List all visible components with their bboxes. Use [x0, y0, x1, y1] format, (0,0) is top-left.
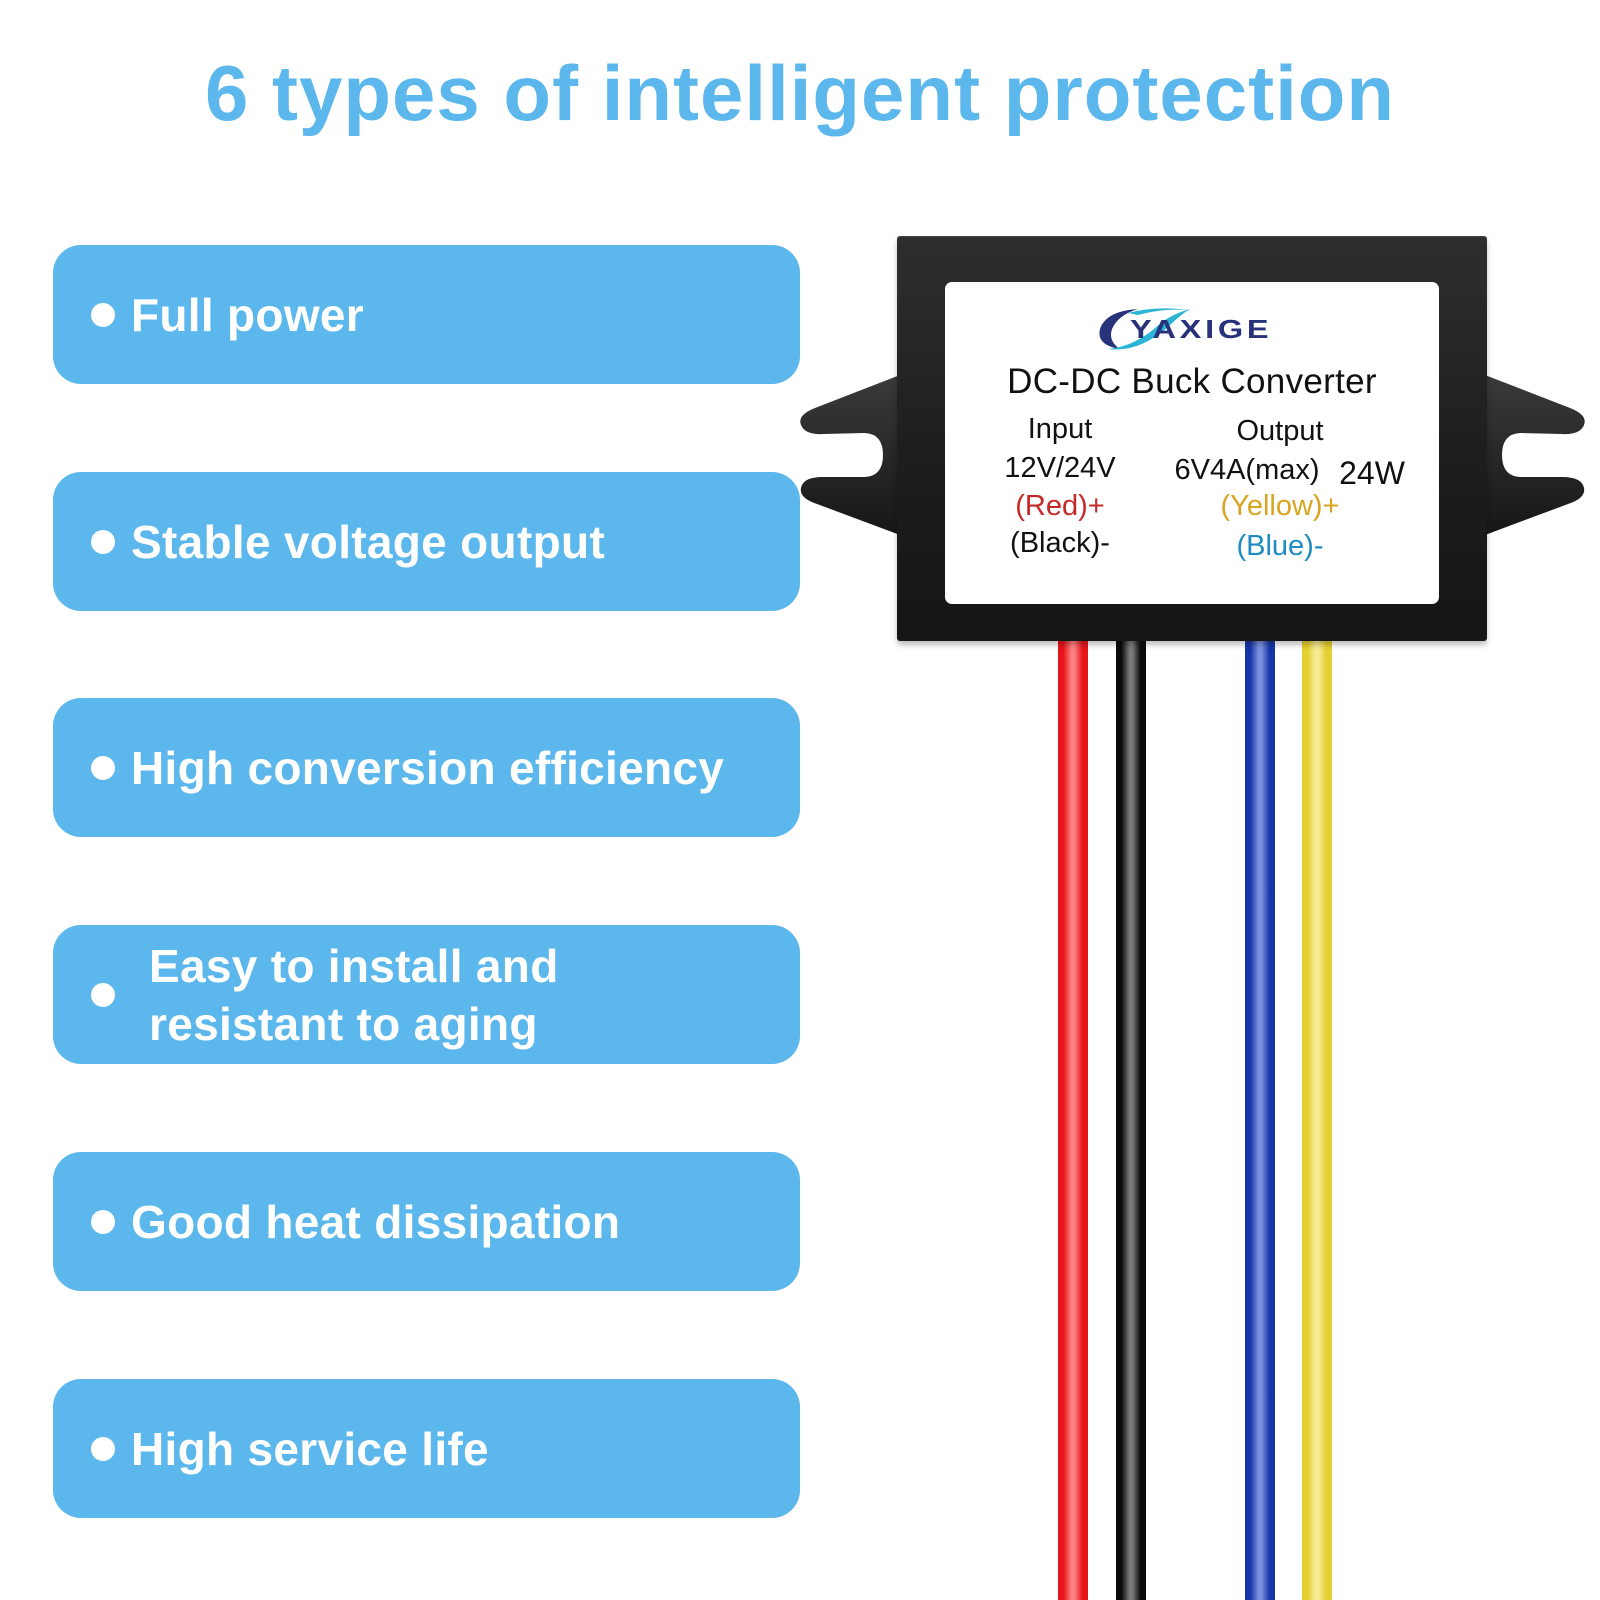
feature-item-stable-voltage: Stable voltage output [53, 472, 800, 611]
output-heading: Output [1236, 415, 1324, 447]
wire-red [1058, 636, 1088, 1600]
input-negative-wire-label: (Black)- [1010, 527, 1110, 559]
feature-label: High service life [131, 1422, 489, 1475]
feature-label: Good heat dissipation [131, 1195, 621, 1248]
right-mounting-ear-icon [1485, 375, 1585, 535]
output-negative-wire-label: (Blue)- [1236, 530, 1324, 562]
bullet-dot-icon [91, 1436, 115, 1461]
input-positive-wire-label: (Red)+ [1015, 490, 1105, 522]
yaxige-logo-swoosh-icon [1099, 308, 1194, 350]
wire-yellow [1302, 636, 1332, 1600]
wire-black [1116, 636, 1146, 1600]
left-mounting-ear-icon [800, 375, 900, 535]
feature-item-conversion-efficiency: High conversion efficiency [53, 698, 800, 837]
feature-label: High conversion efficiency [131, 741, 725, 794]
output-rating: 6V4A(max) [1174, 454, 1320, 486]
bullet-dot-icon [91, 302, 115, 327]
output-power: 24W [1339, 455, 1405, 491]
page-headline: 6 types of intelligent protection [204, 49, 1396, 137]
feature-item-easy-install: Easy to install and resistant to aging [53, 925, 800, 1064]
wire-blue [1245, 636, 1275, 1600]
input-voltage: 12V/24V [1004, 452, 1116, 484]
converter-label-panel [945, 282, 1439, 604]
bullet-dot-icon [91, 982, 115, 1007]
feature-label: Stable voltage output [131, 515, 605, 568]
product-title: DC-DC Buck Converter [1007, 362, 1377, 401]
brand-name: YAXIGE [1130, 314, 1273, 344]
feature-label: Easy to install and resistant to aging [149, 939, 559, 1050]
output-positive-wire-label: (Yellow)+ [1220, 490, 1340, 522]
feature-item-service-life: High service life [53, 1379, 800, 1518]
feature-item-full-power: Full power [53, 245, 800, 384]
bullet-dot-icon [91, 1209, 115, 1234]
input-heading: Input [1027, 413, 1093, 445]
feature-label: Full power [131, 288, 364, 341]
bullet-dot-icon [91, 529, 115, 554]
bullet-dot-icon [91, 755, 115, 780]
feature-item-heat-dissipation: Good heat dissipation [53, 1152, 800, 1291]
